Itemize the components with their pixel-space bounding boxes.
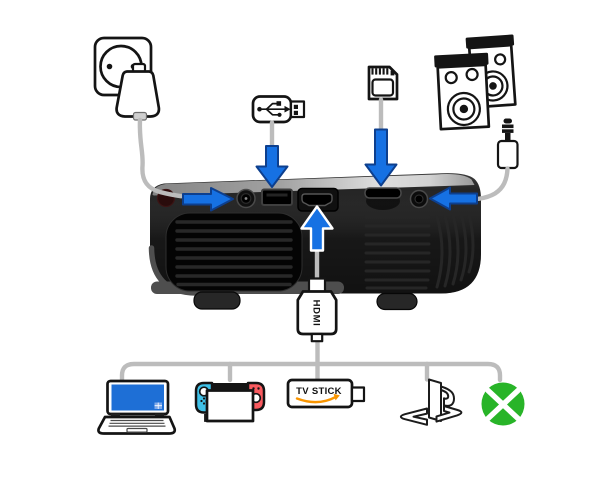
hdmi-connector-label: HDMI <box>311 300 322 327</box>
projector-foot <box>376 292 418 311</box>
tv-stick-label: TV STICK <box>296 386 342 397</box>
usb-flash-drive-icon <box>251 95 306 124</box>
hdmi-branch-lines <box>119 335 503 383</box>
audio-jack-port <box>409 189 429 209</box>
projector-right-vents <box>364 212 475 290</box>
usb-port <box>261 188 293 206</box>
sd-card-icon <box>367 65 399 101</box>
branch-horizontal-line <box>119 361 503 383</box>
hdmi-arrow-icon <box>300 205 334 252</box>
power-cable <box>137 117 184 199</box>
aux-jack-plug-icon <box>496 118 519 170</box>
amazon-smile-icon <box>295 395 338 404</box>
projector-foot <box>193 291 241 310</box>
laptop-touchpad <box>126 427 148 433</box>
laptop-icon <box>97 379 177 435</box>
tv-stick-icon: TV STICK <box>286 378 366 409</box>
nintendo-switch-icon <box>194 381 266 423</box>
switch-dock <box>205 389 255 423</box>
projector-body <box>148 173 481 311</box>
usb-trident-icon <box>257 101 291 117</box>
outlet-pin-hole <box>106 63 113 70</box>
sd-card-pins <box>371 68 389 75</box>
speaker-front <box>434 52 491 131</box>
tv-stick-connector <box>350 386 366 403</box>
sd-card-slot <box>364 187 402 210</box>
audio-arrow-icon <box>429 186 478 211</box>
hdmi-port <box>297 187 339 212</box>
projector-top-rim <box>152 174 475 196</box>
windows-logo-icon <box>154 402 162 409</box>
hdmi-connector-icon: HDMI <box>296 277 338 343</box>
audio-cable <box>476 166 510 201</box>
projector-grille <box>165 212 303 292</box>
sd-arrow-icon <box>364 128 398 187</box>
speakers-icon <box>434 34 517 131</box>
power-plug-icon <box>115 62 161 121</box>
playstation-icon <box>399 378 463 426</box>
xbox-icon <box>481 382 525 426</box>
usb-arrow-icon <box>255 145 289 188</box>
amazon-smile-arrowhead <box>333 393 340 401</box>
power-port <box>236 188 256 209</box>
power-arrow-icon <box>182 187 234 212</box>
